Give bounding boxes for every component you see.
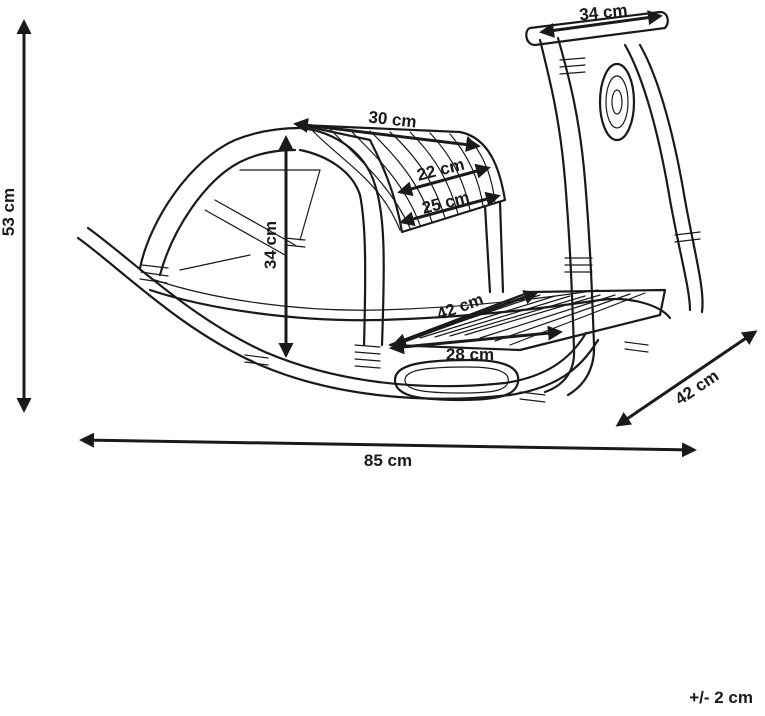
seat-arch-left: [138, 126, 302, 270]
foot-ring: [393, 358, 520, 402]
cross-brace-5: [179, 254, 251, 271]
foot-ring-inner: [404, 366, 509, 394]
rocker-runner-front: [76, 236, 600, 400]
seat-arch-right: [298, 126, 385, 347]
platform-width-arrow: [389, 325, 563, 355]
total-height-label: 53 cm: [0, 188, 18, 236]
rattan-bindings: [139, 57, 701, 403]
total-length-arrow: [79, 432, 697, 458]
dimension-arrows: [16, 10, 758, 458]
seat-back-width-arrow: [399, 191, 501, 227]
handle-width-arrow: [539, 10, 663, 38]
total-length-label: 85 cm: [364, 451, 412, 470]
seat-front-leg-2: [498, 200, 505, 294]
seat-arch-left-inner: [158, 148, 297, 277]
seat-front-leg: [483, 204, 492, 294]
seat-front-width-arrow: [397, 163, 491, 197]
rocking-horse-illustration: [76, 10, 704, 403]
handle-bar: [525, 10, 669, 47]
head-rosette-inner: [605, 75, 629, 129]
seat-height-label: 34 cm: [261, 221, 280, 269]
seat-length-arrow: [293, 117, 481, 153]
head-rosette: [598, 62, 636, 142]
rocker-runner-front-inner: [86, 226, 588, 388]
platform-width-label: 28 cm: [446, 345, 494, 364]
dimension-labels: 34 cm 30 cm 22 cm 25 cm 34 cm 53 cm 42 c…: [0, 1, 722, 470]
cross-brace-4: [299, 169, 321, 241]
front-post-left: [538, 38, 576, 394]
handle-width-label: 34 cm: [578, 1, 628, 25]
front-post-back-2: [638, 43, 704, 314]
seat-outline: [298, 123, 507, 234]
seat-arch-right-inner: [298, 148, 367, 347]
front-post-right: [556, 36, 596, 397]
total-depth-arrow: [615, 330, 758, 427]
front-post-back: [623, 43, 692, 312]
seat-length-label: 30 cm: [368, 108, 418, 132]
head-rosette-core: [611, 89, 623, 115]
tolerance-note: +/- 2 cm: [689, 688, 753, 707]
cross-brace-1: [204, 209, 286, 256]
